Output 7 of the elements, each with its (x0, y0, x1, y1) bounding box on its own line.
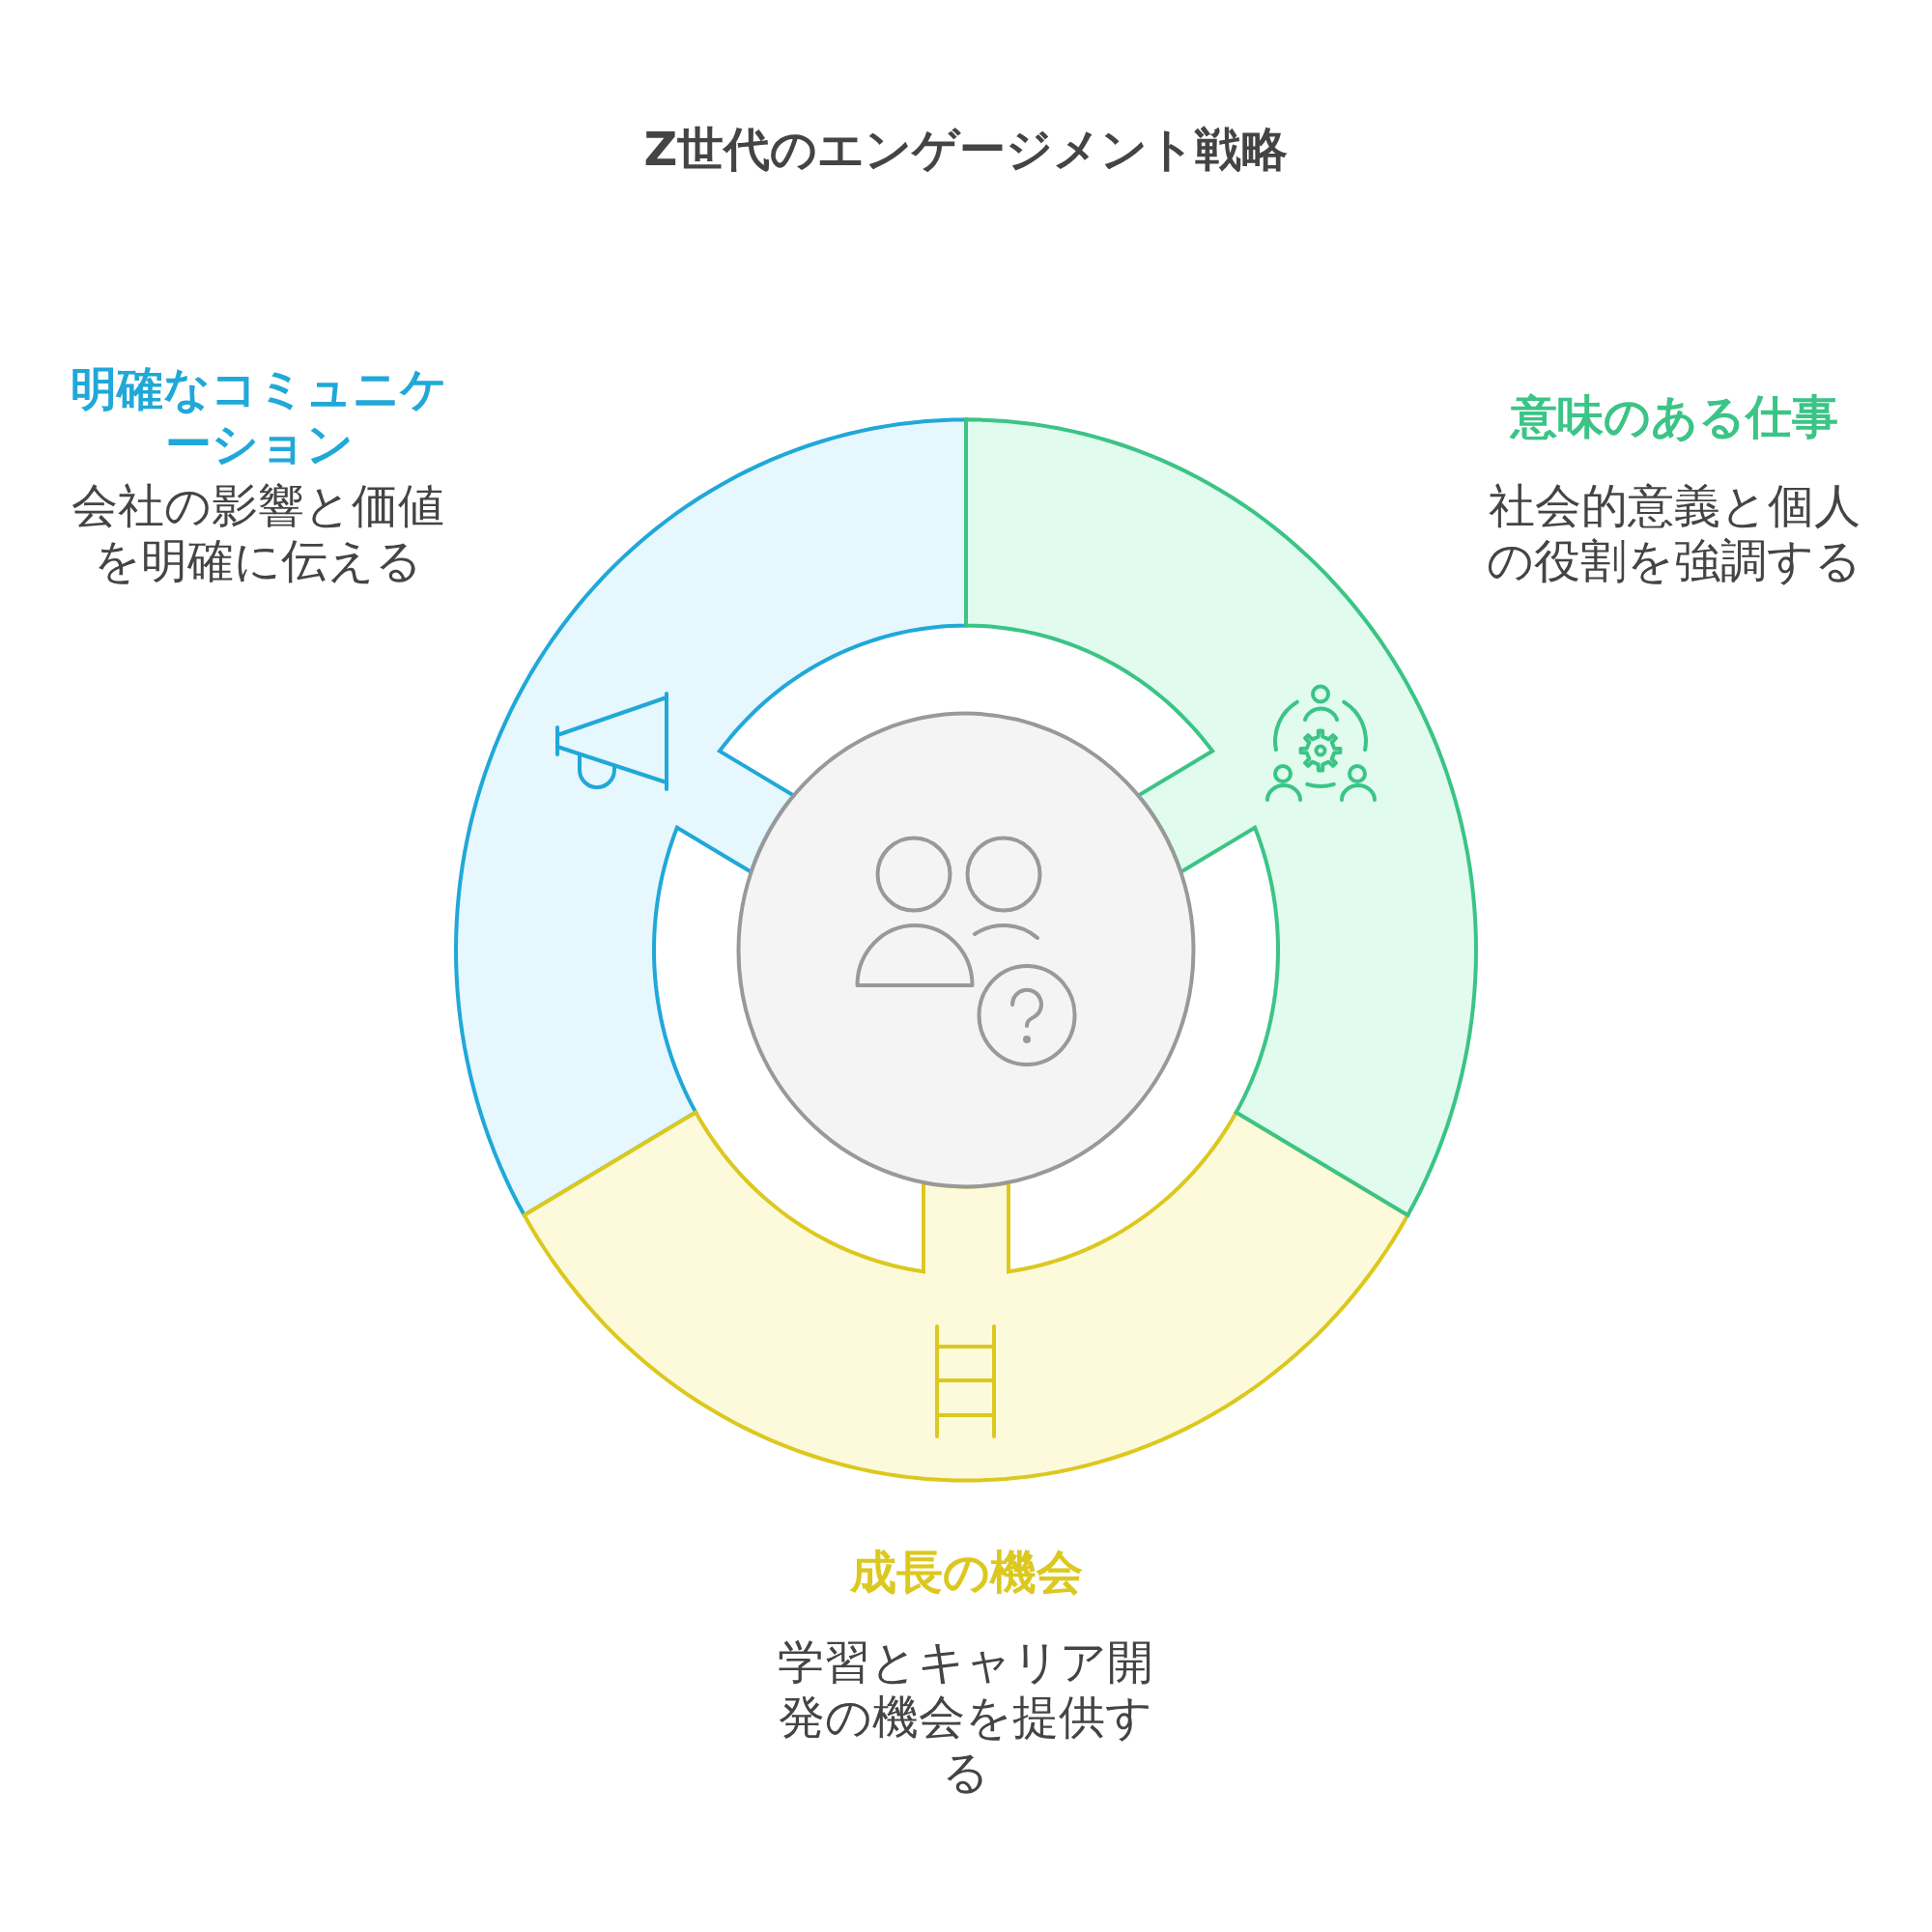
segment-heading: 意味のある仕事 (1508, 388, 1839, 444)
segment-heading: 成長の機会 (848, 1544, 1084, 1600)
segment-heading: 明確なコミュニケーション (71, 360, 447, 471)
segment-description: 学習とキャリア開発の機会を提供する (777, 1634, 1153, 1800)
segment-description: 会社の影響と価値を明確に伝える (71, 477, 445, 588)
segment-description: 社会的意義と個人の役割を強調する (1486, 477, 1862, 588)
title: Z世代のエンゲージメント戦略 (642, 121, 1290, 177)
